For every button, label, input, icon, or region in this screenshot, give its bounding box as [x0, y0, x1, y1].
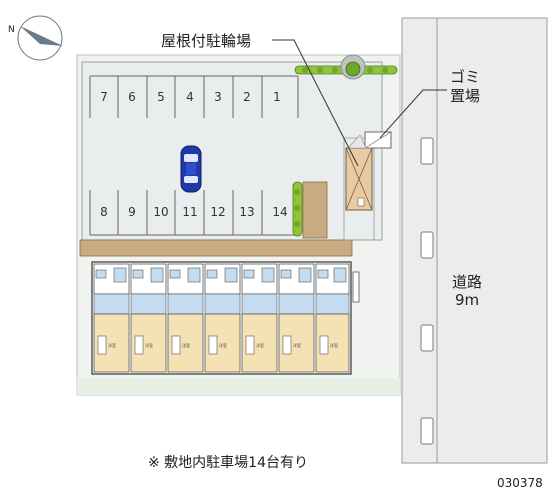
- apartment-unit: 洋室: [93, 263, 130, 373]
- parking-lines-top: [89, 75, 299, 118]
- tree-icon: [340, 54, 366, 80]
- parking-slot-1: 1: [273, 90, 281, 104]
- parking-numbers-top: 7 6 5 4 3 2 1: [100, 90, 281, 104]
- parking-slot-11: 11: [182, 205, 197, 219]
- garbage-area-label-line2: 置場: [450, 87, 480, 105]
- lower-yard: [77, 378, 400, 395]
- apartment-building: 洋室 洋室 洋室 洋室: [91, 261, 352, 375]
- road-label: 道路: [452, 273, 482, 291]
- gravel-strip-vertical: [302, 181, 328, 239]
- parking-slot-14: 14: [272, 205, 287, 219]
- room-label: 洋室: [108, 342, 116, 348]
- parking-slot-7: 7: [100, 90, 108, 104]
- road: [401, 17, 548, 464]
- gravel-strip-horizontal: [79, 239, 353, 257]
- compass-north-label: N: [8, 25, 15, 35]
- parking-numbers-bottom: 8 9 10 11 12 13 14: [100, 205, 287, 219]
- room-label: 洋室: [293, 342, 301, 348]
- apartment-unit: 洋室: [204, 263, 241, 373]
- apartment-unit: 洋室: [315, 263, 350, 373]
- room-label: 洋室: [219, 342, 227, 348]
- road-width-label: 9m: [455, 291, 479, 309]
- parking-slot-13: 13: [239, 205, 254, 219]
- garbage-area-label-line1: ゴミ: [450, 68, 480, 86]
- leader-lines: [272, 39, 447, 167]
- parking-slot-6: 6: [128, 90, 136, 104]
- apartment-unit: 洋室: [278, 263, 315, 373]
- parking-slot-9: 9: [128, 205, 136, 219]
- parking-lot: [81, 61, 383, 241]
- bicycle-parking-shed: [345, 147, 373, 211]
- parking-slot-12: 12: [210, 205, 225, 219]
- compass-icon: N: [8, 15, 63, 61]
- meter-box: [352, 271, 360, 303]
- room-label: 洋室: [330, 342, 338, 348]
- parking-note: ※ 敷地内駐車場14台有り: [148, 454, 308, 471]
- road-markers: [420, 137, 434, 445]
- parking-slot-10: 10: [153, 205, 168, 219]
- apartment-unit: 洋室: [130, 263, 167, 373]
- parking-lines-bottom: [89, 190, 299, 236]
- room-label: 洋室: [182, 342, 190, 348]
- parking-slot-4: 4: [186, 90, 194, 104]
- property-code: 030378: [497, 476, 543, 490]
- parking-slot-5: 5: [157, 90, 165, 104]
- parking-slot-3: 3: [214, 90, 222, 104]
- garbage-area: [347, 131, 392, 149]
- car-icon: [180, 145, 202, 193]
- hedge-side: [292, 181, 303, 237]
- road-label-name: 道路: [452, 273, 482, 291]
- room-label: 洋室: [145, 342, 153, 348]
- apartment-unit: 洋室: [241, 263, 278, 373]
- room-label: 洋室: [256, 342, 264, 348]
- parking-slot-2: 2: [243, 90, 251, 104]
- apartment-unit: 洋室: [167, 263, 204, 373]
- bicycle-parking-label: 屋根付駐輪場: [161, 32, 251, 50]
- parking-slot-8: 8: [100, 205, 108, 219]
